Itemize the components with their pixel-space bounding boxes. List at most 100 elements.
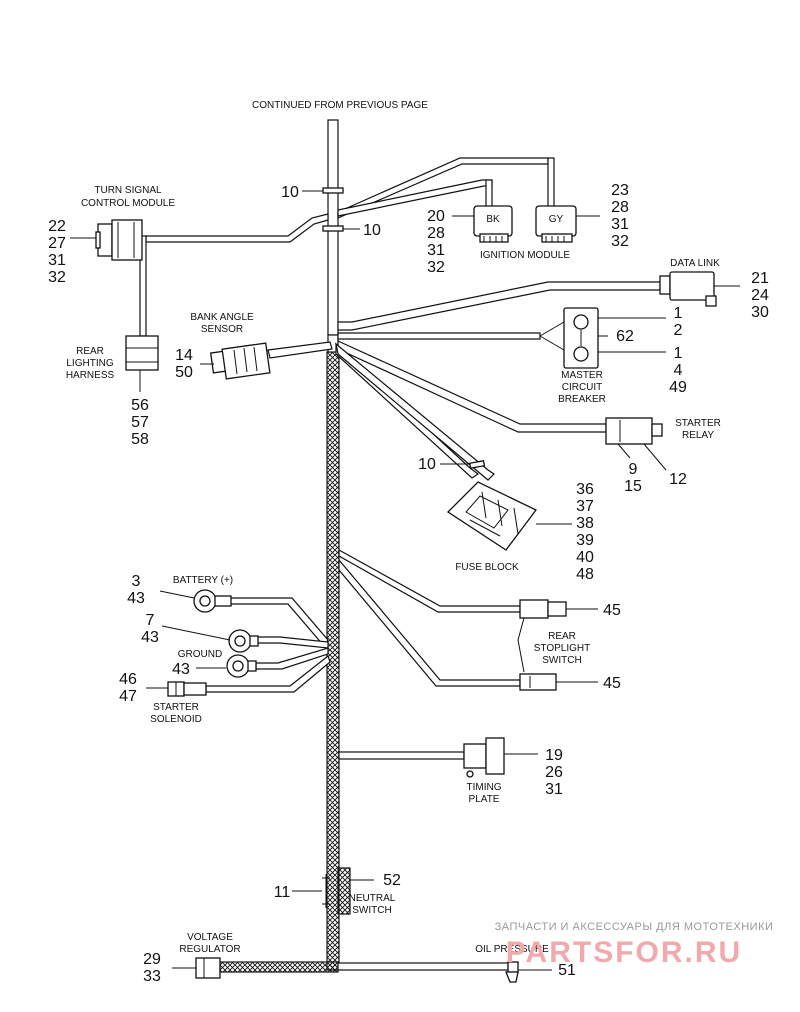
neutral-ref: 11	[274, 884, 291, 901]
breaker-ref-bottom: 49	[669, 379, 687, 396]
fuse-block-ref: 37	[576, 498, 594, 515]
rear-lighting-ref: 57	[131, 414, 149, 431]
fuse-block-ref: 36	[576, 481, 594, 498]
starter-relay-ref: 15	[624, 478, 642, 495]
data-link-ref: 24	[751, 287, 769, 304]
rear-stoplight-connector-bottom	[519, 673, 557, 691]
stoplight-label-2: STOPLIGHT	[534, 643, 591, 654]
bank-angle-ref: 14	[175, 347, 193, 364]
rear-lighting-label-2: LIGHTING	[66, 358, 113, 369]
breaker-ref-bottom: 4	[674, 362, 683, 379]
ignition-gy-ref: 23	[611, 182, 629, 199]
timing-label-1: TIMING	[467, 782, 502, 793]
breaker-label-1: MASTER	[561, 370, 603, 381]
ignition-bk-connector	[473, 205, 513, 243]
oil-pressure-label: OIL PRESSURE	[475, 944, 549, 955]
fuse-block-ref: 40	[576, 549, 594, 566]
timing-plate	[463, 737, 505, 778]
stoplight-ref: 45	[603, 675, 621, 692]
rear-lighting-ref: 56	[131, 397, 149, 414]
neutral-label-1: NEUTRAL	[349, 893, 396, 904]
ground-ref: 43	[172, 661, 190, 678]
ignition-gy-ref: 32	[611, 233, 629, 250]
watermark-logo: PARTSFOR.RU	[506, 936, 742, 969]
neutral-ref: 52	[383, 872, 401, 889]
bank-angle-label-1: BANK ANGLE	[190, 312, 254, 323]
solenoid-label-1: STARTER	[153, 702, 199, 713]
harness-wires	[139, 119, 661, 973]
ground-ref: 7	[146, 612, 155, 629]
fuse-block-ref: 39	[576, 532, 594, 549]
turn-signal-ref: 22	[48, 218, 66, 235]
clip-ref: 10	[363, 222, 381, 239]
regulator-label-1: VOLTAGE	[187, 932, 233, 943]
fuse-block	[446, 481, 537, 551]
regulator-label-2: REGULATOR	[179, 944, 240, 955]
starter-relay-label-1: STARTER	[675, 418, 721, 429]
timing-label-2: PLATE	[469, 794, 500, 805]
data-link-connector	[659, 271, 717, 307]
stoplight-label-1: REAR	[548, 631, 576, 642]
breaker-ref-mid: 62	[616, 328, 634, 345]
regulator-ref: 33	[143, 968, 161, 985]
stoplight-label-3: SWITCH	[542, 655, 581, 666]
stoplight-ref: 45	[603, 602, 621, 619]
oil-pressure-ref: 51	[558, 962, 576, 979]
oil-pressure-sender	[505, 961, 519, 983]
breaker-label-2: CIRCUIT	[562, 382, 603, 393]
breaker-ref-top: 2	[674, 322, 683, 339]
bank-angle-label-2: SENSOR	[201, 324, 243, 335]
rear-lighting-label-3: HARNESS	[66, 370, 115, 381]
header-label: CONTINUED FROM PREVIOUS PAGE	[252, 100, 428, 111]
master-circuit-breaker	[563, 307, 599, 369]
ground-terminal-upper	[228, 629, 259, 653]
turn-signal-label-2: CONTROL MODULE	[81, 198, 175, 209]
battery-ref: 43	[127, 590, 145, 607]
fuse-block-ref: 38	[576, 515, 594, 532]
leader-lines	[146, 190, 740, 971]
data-link-ref: 21	[751, 270, 769, 287]
ignition-bk-ref: 32	[427, 259, 445, 276]
neutral-switch	[322, 867, 351, 915]
solenoid-ref: 46	[119, 671, 137, 688]
solenoid-label-2: SOLENOID	[150, 714, 202, 725]
bank-angle-ref: 50	[175, 364, 193, 381]
voltage-regulator-connector	[195, 957, 221, 979]
starter-solenoid-connector	[167, 681, 207, 697]
neutral-label-2: SWITCH	[352, 905, 391, 916]
turn-signal-ref: 32	[48, 269, 66, 286]
timing-ref: 31	[545, 781, 563, 798]
ignition-gy-tag: GY	[549, 214, 564, 225]
ground-ref: 43	[141, 629, 159, 646]
rear-lighting-label-1: REAR	[76, 346, 104, 357]
data-link-label: DATA LINK	[670, 258, 720, 269]
ignition-bk-ref: 31	[427, 242, 445, 259]
turn-signal-module	[95, 219, 143, 261]
battery-label: BATTERY (+)	[173, 575, 233, 586]
timing-ref: 19	[545, 747, 563, 764]
breaker-ref-top: 1	[674, 305, 683, 322]
ignition-gy-ref: 28	[611, 199, 629, 216]
rear-stoplight-connector-top	[519, 599, 567, 619]
rear-lighting-connector	[125, 335, 159, 371]
timing-ref: 26	[545, 764, 563, 781]
turn-signal-label-1: TURN SIGNAL	[94, 185, 162, 196]
rear-lighting-ref: 58	[131, 431, 149, 448]
ignition-bk-tag: BK	[486, 214, 500, 225]
starter-relay-ref: 9	[629, 461, 638, 478]
fuse-block-label: FUSE BLOCK	[455, 562, 519, 573]
ignition-module-label: IGNITION MODULE	[480, 250, 570, 261]
ignition-bk-ref: 20	[427, 208, 445, 225]
ignition-gy-connector	[535, 205, 577, 243]
breaker-ref-bottom: 1	[674, 345, 683, 362]
clip-ref: 10	[281, 184, 299, 201]
battery-ref: 3	[132, 573, 141, 590]
starter-relay-ref: 12	[669, 471, 687, 488]
regulator-ref: 29	[143, 951, 161, 968]
ground-terminal-lower	[226, 654, 257, 678]
battery-terminal	[193, 589, 232, 613]
ground-label: GROUND	[178, 649, 222, 660]
turn-signal-ref: 27	[48, 235, 66, 252]
clip-ref: 10	[418, 456, 436, 473]
fuse-block-ref: 48	[576, 566, 594, 583]
